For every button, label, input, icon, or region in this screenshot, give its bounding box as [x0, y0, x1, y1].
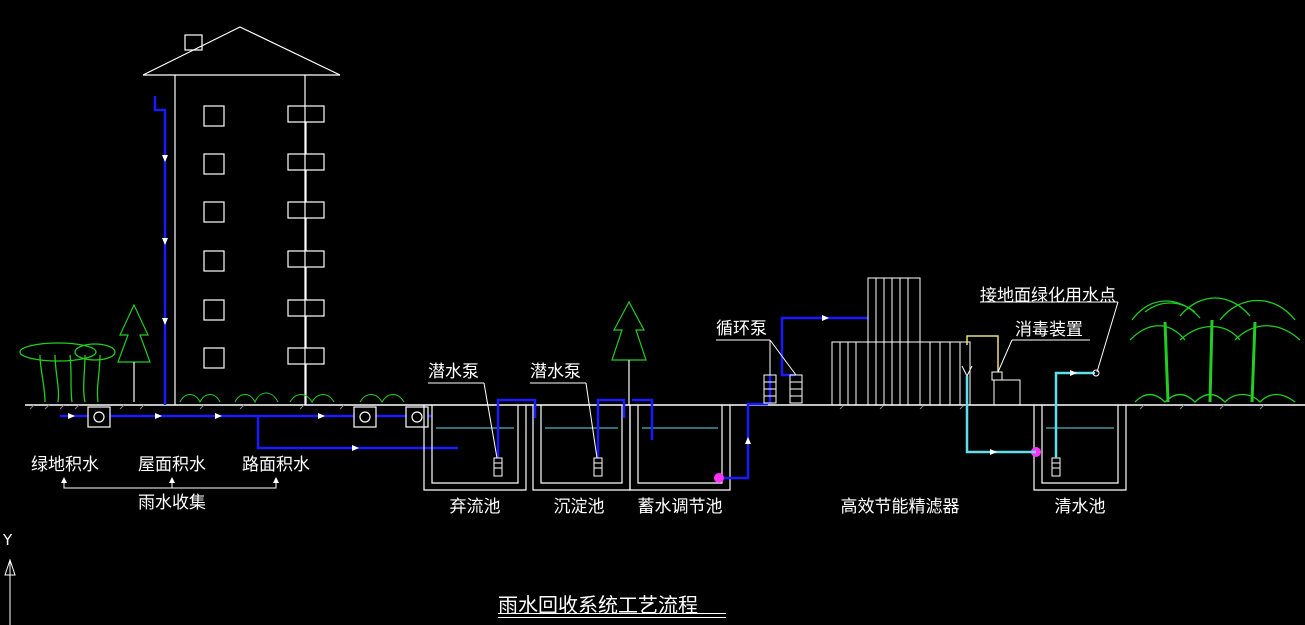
leader-lines — [428, 301, 1119, 459]
building-shrubs — [179, 392, 405, 404]
label-road-water: 路面积水 — [242, 455, 310, 475]
label-pump-1: 潜水泵 — [428, 362, 479, 382]
pipe-flow-arrows — [68, 413, 359, 451]
filter-unit — [831, 277, 973, 406]
axis-marker — [4, 558, 16, 625]
label-tank-clear: 清水池 — [1054, 497, 1106, 517]
label-green-point: 接地面绿化用水点 — [980, 286, 1116, 306]
label-roof-water: 屋面积水 — [138, 455, 206, 475]
building — [142, 26, 341, 405]
label-collection: 雨水收集 — [138, 493, 206, 513]
label-green-water: 绿地积水 — [31, 455, 99, 475]
transfer-pipes — [496, 316, 868, 480]
label-disinfection: 消毒装置 — [1015, 320, 1083, 340]
inspection-wells — [87, 406, 429, 428]
submersible-pumps — [493, 457, 1061, 477]
roof-downpipe — [153, 96, 168, 405]
collection-pipes — [60, 414, 458, 450]
transfer-arrows — [745, 315, 829, 444]
label-tank-discard: 弃流池 — [449, 497, 501, 517]
left-shrubs — [19, 342, 116, 403]
clean-water-pipes — [965, 371, 1095, 458]
collection-bracket-arrows — [61, 477, 279, 483]
label-pump-2: 潜水泵 — [530, 362, 581, 382]
green-water-point — [1092, 369, 1100, 377]
disinfection-device — [966, 335, 1021, 406]
left-tree — [117, 303, 151, 402]
middle-tree — [611, 300, 647, 405]
palm-trees — [1129, 297, 1301, 403]
label-tank-settle: 沉淀池 — [553, 497, 605, 517]
label-tank-storage: 蓄水调节池 — [637, 497, 723, 517]
title-underline-2 — [498, 617, 726, 618]
clean-water-arrows — [990, 370, 1077, 455]
title-underline — [498, 613, 726, 614]
axis-y-label: Y — [3, 531, 13, 549]
ground — [25, 404, 1305, 410]
label-filter: 高效节能精滤器 — [840, 497, 960, 517]
label-circulation-pump: 循环泵 — [716, 319, 767, 339]
tanks — [423, 405, 1127, 491]
